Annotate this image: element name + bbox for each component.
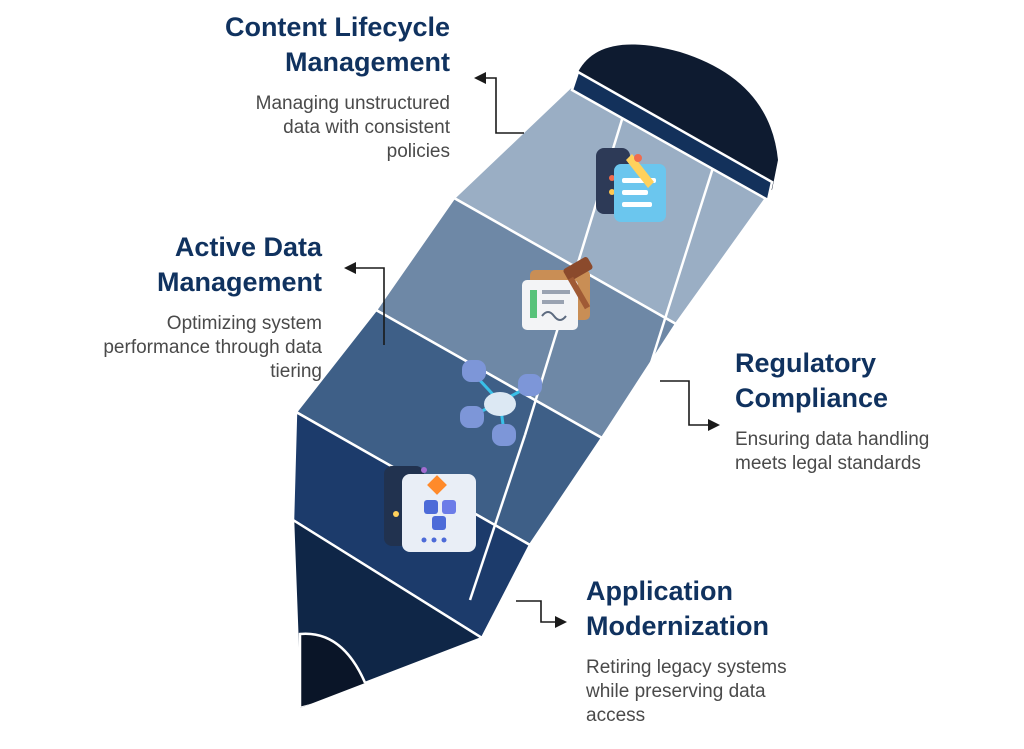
- cap-band: [570, 70, 774, 202]
- pencil-cap: [570, 44, 778, 202]
- facet-line: [608, 151, 720, 493]
- arrow-head: [344, 262, 356, 274]
- cap-top: [578, 44, 778, 190]
- section-description: Retiring legacy systems while preserving…: [586, 657, 787, 726]
- app-window-icon: [384, 466, 476, 552]
- callout-regulatory: Regulatory Compliance Ensuring data hand…: [735, 346, 929, 476]
- connector-content-lifecycle: [484, 77, 524, 134]
- callout-app-modernization: Application Modernization Retiring legac…: [586, 574, 787, 728]
- connector-lines: [356, 77, 708, 623]
- cloud-database-network-icon: [460, 360, 542, 446]
- connector-app-modernization: [516, 600, 556, 623]
- facet-line: [468, 434, 527, 601]
- arrow-head: [555, 616, 567, 628]
- pencil-tip: [291, 518, 484, 710]
- section-title: Content Lifecycle Management: [224, 12, 450, 77]
- document-edit-icon: [596, 148, 666, 222]
- callout-active-data: Active Data Management Optimizing system…: [103, 230, 322, 384]
- section-title: Regulatory Compliance: [735, 348, 889, 413]
- section-title: Application Modernization: [586, 576, 769, 641]
- arrow-heads: [344, 72, 720, 628]
- section-title: Active Data Management: [156, 232, 322, 297]
- arrow-head: [474, 72, 486, 84]
- arrow-head: [708, 419, 720, 431]
- contract-gavel-icon: [522, 257, 593, 330]
- section-description: Managing unstructured data with consiste…: [255, 93, 450, 162]
- callout-content-lifecycle: Content Lifecycle Management Managing un…: [225, 10, 450, 164]
- section-description: Optimizing system performance through da…: [103, 313, 322, 382]
- connector-regulatory: [660, 380, 708, 426]
- facet-line: [499, 491, 611, 611]
- connector-active-data: [356, 267, 385, 345]
- section-description: Ensuring data handling meets legal stand…: [735, 429, 930, 474]
